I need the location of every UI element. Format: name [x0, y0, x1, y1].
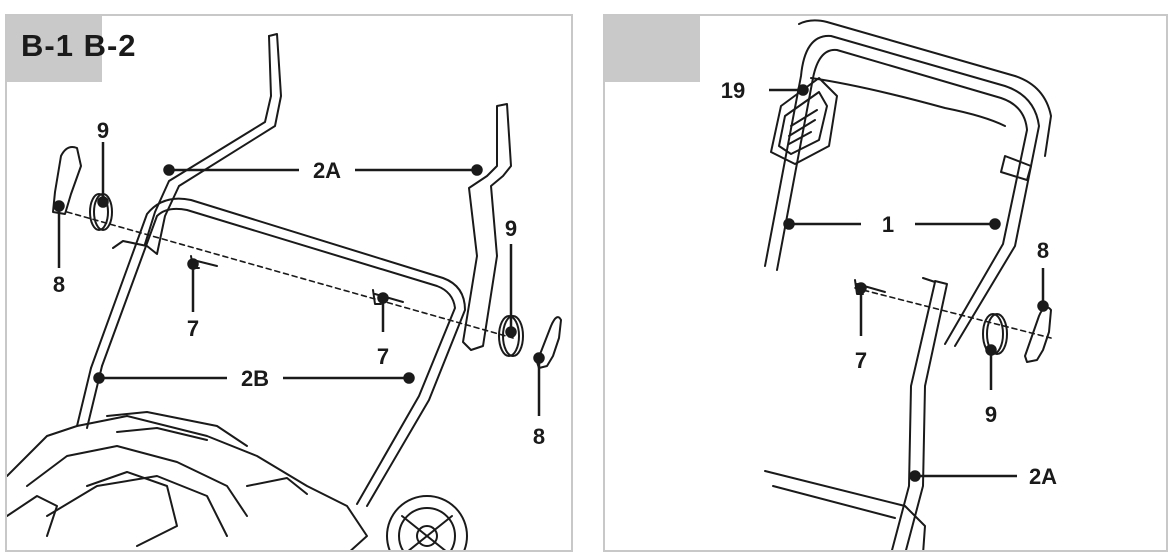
callout-8-left: 8 — [53, 272, 65, 297]
panel-tag-b1: B-1 B-2 — [7, 16, 136, 82]
callout-8: 8 — [1037, 238, 1049, 263]
callout-1: 1 — [882, 212, 894, 237]
handle-assembly-drawing-left: 9 2A 9 8 7 7 2B 8 — [7, 33, 562, 550]
callout-8-right: 8 — [533, 424, 545, 449]
handle-assembly-drawing-right: 19 1 8 7 9 2A — [721, 19, 1057, 550]
panel-tag-b2 — [605, 16, 700, 82]
callout-9-right: 9 — [505, 216, 517, 241]
callout-2a: 2A — [1029, 464, 1057, 489]
callout-9-left: 9 — [97, 118, 109, 143]
callout-2b: 2B — [241, 366, 269, 391]
callout-2a: 2A — [313, 158, 341, 183]
callout-19: 19 — [721, 78, 745, 103]
callout-7: 7 — [855, 348, 867, 373]
callout-7-right: 7 — [377, 344, 389, 369]
panel-b2: 19 1 8 7 9 2A — [603, 14, 1168, 552]
callout-7-left: 7 — [187, 316, 199, 341]
callout-9: 9 — [985, 402, 997, 427]
panel-tag-text: B-1 B-2 — [21, 28, 137, 63]
panel-b1: 9 2A 9 8 7 7 2B 8 B-1 B-2 — [5, 14, 573, 552]
